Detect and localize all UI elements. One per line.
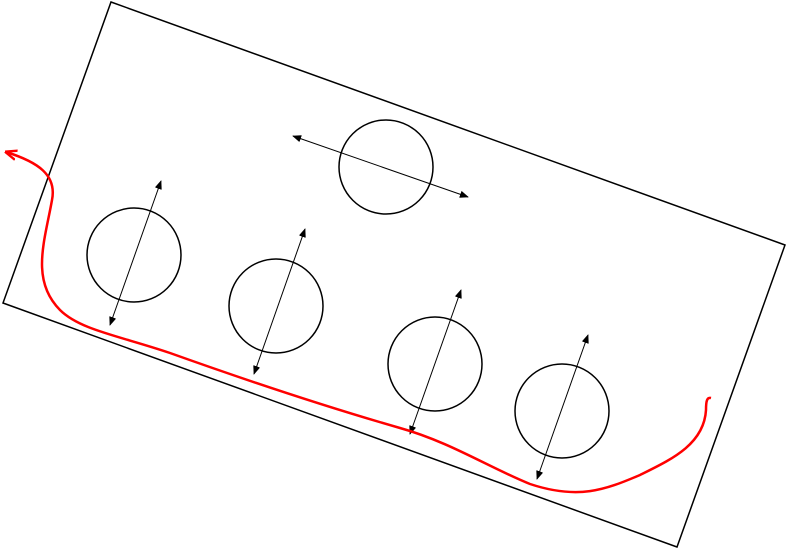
element-3 bbox=[387, 289, 483, 435]
double-arrow-4 bbox=[536, 334, 589, 480]
top-element bbox=[292, 119, 469, 215]
circle-1 bbox=[86, 207, 182, 303]
red-path-arrow bbox=[6, 152, 712, 494]
element-2 bbox=[228, 228, 324, 375]
circle-2 bbox=[228, 258, 324, 354]
circle-4 bbox=[514, 363, 610, 459]
double-arrow-1 bbox=[109, 180, 162, 326]
double-arrow-3 bbox=[409, 289, 462, 435]
circle-top bbox=[338, 119, 434, 215]
element-1 bbox=[86, 180, 182, 326]
double-arrow-2 bbox=[253, 228, 306, 375]
element-4 bbox=[514, 334, 610, 480]
double-arrow-horizontal bbox=[292, 135, 469, 198]
